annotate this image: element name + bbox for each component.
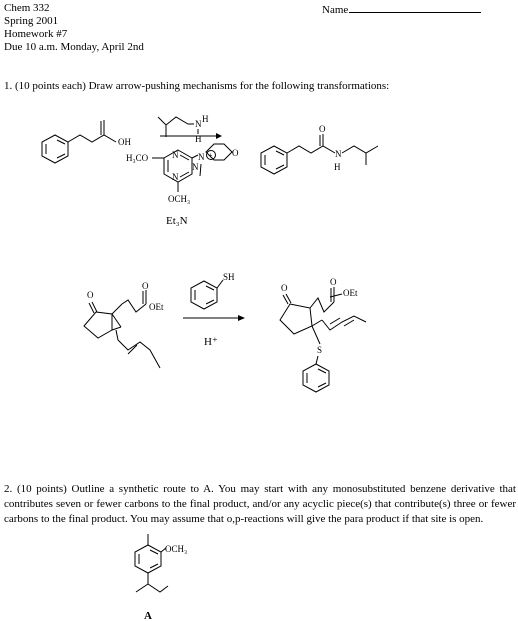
reagent-dmtmm: N N N H₃CO OCH₃ N + O Et₃N <box>126 143 239 227</box>
base-et3n: Et₃N <box>166 215 188 227</box>
due-date: Due 10 a.m. Monday, April 2nd <box>4 41 144 53</box>
reagent-thiophenol: SH <box>190 272 235 310</box>
compound-a-och3: OCH₃ <box>165 544 187 554</box>
name-field: Name <box>322 2 482 16</box>
question-1-prompt: 1. (10 points each) Draw arrow-pushing m… <box>4 80 390 92</box>
name-blank-line <box>349 2 482 13</box>
positive-charge-circle <box>206 150 216 160</box>
amine-h2-label: H <box>195 134 202 144</box>
homework-number: Homework #7 <box>4 28 68 40</box>
question-2-prompt: 2. (10 points) Outline a synthetic route… <box>4 483 516 525</box>
compound-a-label: A <box>144 610 152 621</box>
morpholinium-n: N <box>198 152 205 162</box>
reaction-arrow-1 <box>160 133 222 139</box>
amide-n-label: N <box>335 149 342 159</box>
triazine-n2: N <box>172 172 179 182</box>
reactant-phenylpropanoic-acid: OH <box>41 120 131 164</box>
prod-sulfur: S <box>317 345 322 355</box>
triazine-n1: N <box>172 150 179 160</box>
reagent-isobutylamine: N H H <box>157 114 209 144</box>
reaction-arrow-2 <box>183 315 245 321</box>
product-amide: O N H <box>260 124 379 175</box>
amide-o-label: O <box>319 124 326 134</box>
thiophenol-sh: SH <box>223 272 235 282</box>
prod-oet: OEt <box>343 288 358 298</box>
course-title: Chem 332 <box>4 2 50 14</box>
amide-h-label: H <box>334 162 341 172</box>
morpholine-o: O <box>232 148 239 158</box>
triazine-n3: N <box>192 162 199 172</box>
name-label: Name <box>322 4 349 16</box>
amine-h-label: H <box>202 114 209 124</box>
prod-ketone-o: O <box>281 283 288 293</box>
positive-charge: + <box>208 151 213 160</box>
header-block: Chem 332 Spring 2001 Homework #7 Due 10 … <box>4 2 144 54</box>
target-compound-a: OCH₃ A <box>134 534 187 621</box>
sm-ester-o: O <box>142 281 149 291</box>
sm-oet: OEt <box>149 302 164 312</box>
catalyst-h-plus: H⁺ <box>204 336 218 348</box>
acid-oh-label: OH <box>118 137 131 147</box>
product-cyclopentanone-thioether: O O OEt S <box>279 277 367 393</box>
prod-ester-o: O <box>330 277 337 287</box>
reactant-bicyclic-ketoester: O O OEt <box>83 281 164 369</box>
term: Spring 2001 <box>4 15 59 27</box>
reagent-och3-bottom: OCH₃ <box>168 194 190 204</box>
reagent-och3-left: H₃CO <box>126 153 149 163</box>
amine-n-label: N <box>195 119 202 129</box>
sm-ketone-o: O <box>87 290 94 300</box>
